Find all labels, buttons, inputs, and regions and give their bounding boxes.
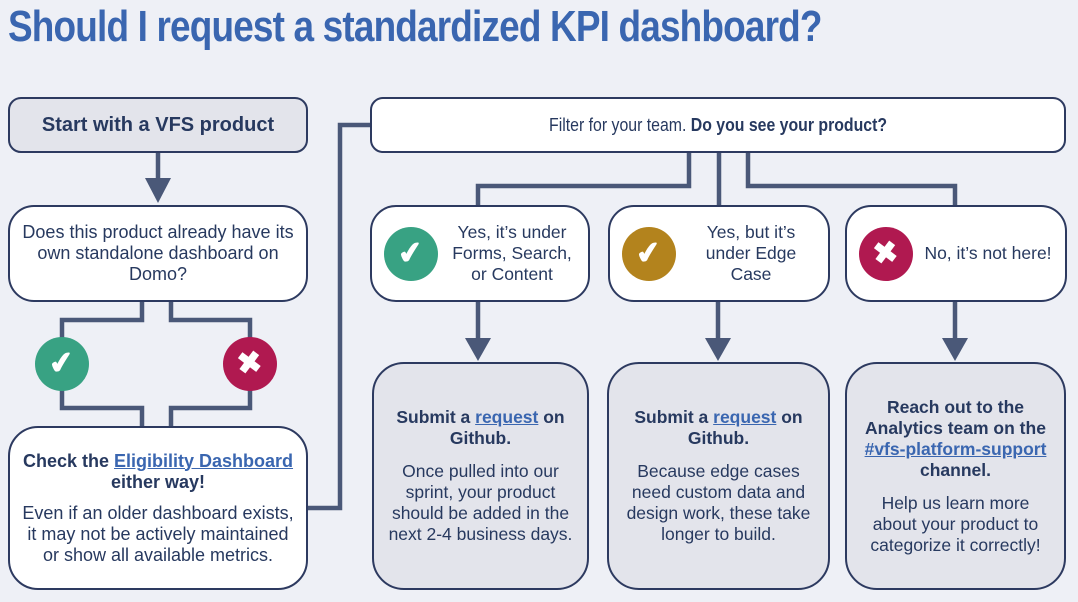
eligibility-conclusion-node: Check the Eligibility Dashboard either w…: [8, 426, 308, 590]
result-heading-pre: Submit a: [634, 407, 714, 427]
result-heading-post: channel.: [920, 459, 991, 480]
filter-question-normal: Filter for your team.: [548, 114, 691, 135]
start-node: Start with a VFS product: [8, 97, 308, 153]
result-reach-out-analytics: Reach out to the Analytics team on the #…: [845, 362, 1066, 590]
result-heading: Submit a request on Github.: [621, 407, 816, 449]
github-request-link[interactable]: request: [475, 407, 539, 427]
result-heading-pre: Reach out to the Analytics team on the: [865, 396, 1046, 438]
yes-badge: ✔: [384, 226, 438, 281]
result-submit-request-edge-case: Submit a request on Github. Because edge…: [607, 362, 830, 590]
branch-not-here: ✖ No, it’s not here!: [845, 205, 1067, 302]
branch-label: No, it’s not here!: [924, 243, 1052, 263]
result-heading: Submit a request on Github.: [386, 407, 575, 449]
result-submit-request-standard: Submit a request on Github. Once pulled …: [372, 362, 589, 590]
x-icon: ✖: [871, 234, 901, 272]
standalone-dashboard-question-node: Does this product already have its own s…: [8, 205, 308, 302]
question-text: Does this product already have its own s…: [22, 222, 294, 284]
branch-edge-case: ✔ Yes, but it’s under Edge Case: [608, 205, 830, 302]
yes-but-badge: ✔: [622, 226, 676, 281]
check-icon: ✔: [634, 234, 664, 272]
check-icon: ✔: [47, 345, 77, 382]
result-heading-post: on Github.: [449, 407, 565, 448]
vfs-platform-support-channel-link[interactable]: #vfs-platform-support: [864, 438, 1047, 459]
result-heading-pre: Submit a: [396, 407, 476, 427]
conclusion-body: Even if an older dashboard exists, it ma…: [22, 502, 294, 565]
start-node-label: Start with a VFS product: [41, 113, 275, 136]
filter-question-text: Filter for your team. Do you see your pr…: [549, 115, 887, 136]
no-badge: ✖: [223, 337, 277, 391]
yes-badge: ✔: [35, 337, 89, 391]
filter-question-node: Filter for your team. Do you see your pr…: [370, 97, 1066, 153]
conclusion-heading-pre: Check the: [22, 450, 114, 471]
branch-label: Yes, it’s under Forms, Search, or Conten…: [452, 222, 572, 284]
result-body: Once pulled into our sprint, your produc…: [388, 461, 573, 544]
github-request-link[interactable]: request: [713, 407, 777, 427]
conclusion-heading: Check the Eligibility Dashboard either w…: [20, 451, 296, 493]
result-heading-post: on Github.: [687, 407, 803, 448]
page-title: Should I request a standardized KPI dash…: [8, 2, 822, 51]
result-heading: Reach out to the Analytics team on the #…: [859, 397, 1052, 481]
filter-question-bold: Do you see your product?: [690, 114, 887, 135]
result-body: Help us learn more about your product to…: [870, 492, 1041, 555]
eligibility-dashboard-link[interactable]: Eligibility Dashboard: [114, 450, 294, 471]
x-icon: ✖: [235, 345, 265, 382]
branch-forms-search-content: ✔ Yes, it’s under Forms, Search, or Cont…: [370, 205, 590, 302]
check-icon: ✔: [396, 234, 426, 272]
conclusion-heading-post: either way!: [110, 471, 206, 492]
no-badge: ✖: [859, 226, 913, 281]
branch-label: Yes, but it’s under Edge Case: [705, 222, 797, 284]
result-body: Because edge cases need custom data and …: [626, 461, 811, 544]
